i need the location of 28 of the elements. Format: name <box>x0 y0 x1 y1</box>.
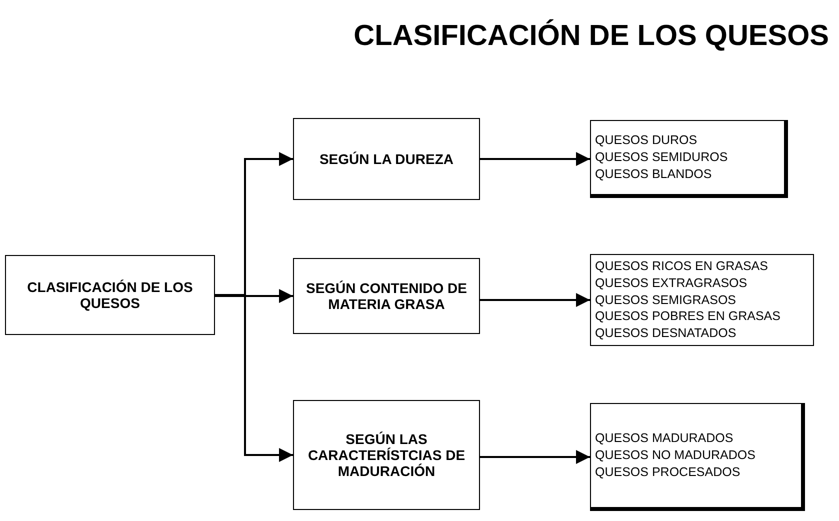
list-box <box>590 120 788 198</box>
category-box <box>293 118 480 200</box>
list-item: QUESOS EXTRAGRASOS <box>595 274 748 292</box>
category-label: SEGÚN LAS CARACTERÍSTCIAS DE MADURACIÓN <box>306 431 466 479</box>
arrow <box>480 293 590 307</box>
list-item: QUESOS BLANDOS <box>595 166 712 183</box>
list-box <box>590 403 805 511</box>
list-item: QUESOS SEMIDUROS <box>595 149 728 166</box>
category-box <box>293 400 480 510</box>
category-box <box>5 255 215 335</box>
arrow <box>480 152 590 166</box>
category-label: SEGÚN LA DUREZA <box>319 151 454 167</box>
list-item: QUESOS MADURADOS <box>595 430 734 448</box>
arrow <box>215 289 293 303</box>
list-item: QUESOS PROCESADOS <box>595 464 740 481</box>
list-item: QUESOS RICOS EN GRASAS <box>595 258 768 275</box>
list-item: QUESOS POBRES EN GRASAS <box>595 308 780 326</box>
category-box <box>293 258 480 334</box>
diagram-title: CLASIFICACIÓN DE LOS QUESOS <box>354 20 829 53</box>
arrow <box>480 450 590 464</box>
list-item: QUESOS DESNATADOS <box>595 325 736 342</box>
category-label: SEGÚN CONTENIDO DE MATERIA GRASA <box>304 280 468 312</box>
arrow <box>215 294 293 462</box>
category-label: CLASIFICACIÓN DE LOS QUESOS <box>26 279 194 311</box>
list-item: QUESOS NO MADURADOS <box>595 447 756 464</box>
list-item: QUESOS DUROS <box>595 132 698 150</box>
list-item: QUESOS SEMIGRASOS <box>595 292 736 308</box>
list-box <box>590 254 814 346</box>
